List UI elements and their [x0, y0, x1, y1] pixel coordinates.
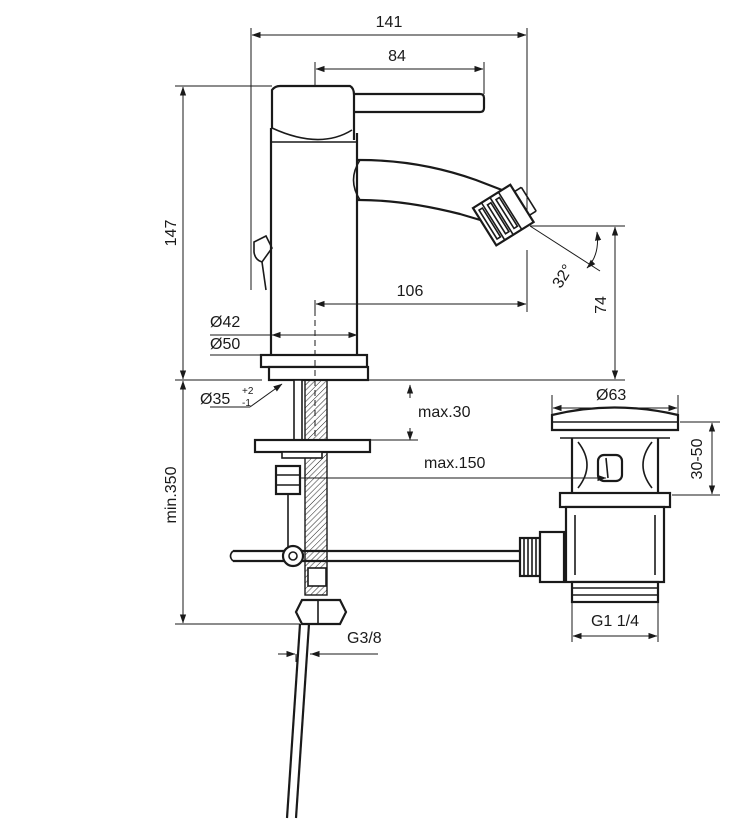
label-hole-diameter: Ø35 — [200, 391, 230, 408]
label-overall-width: 141 — [376, 14, 403, 31]
pop-up-knob — [253, 234, 273, 263]
label-waste-height: 30-50 — [689, 438, 706, 479]
base-flange — [259, 353, 369, 369]
waste-fitting — [550, 406, 680, 604]
label-spout-angle: 32° — [550, 262, 577, 292]
label-body-diameter: Ø42 — [210, 314, 240, 331]
label-waste-thread: G1 1/4 — [591, 613, 639, 630]
faucet-body — [253, 84, 486, 440]
dimension-labels: 141 84 147 106 32° 74 Ø42 Ø50 Ø35 +2 -1 … — [163, 14, 706, 647]
braided-hose — [304, 379, 328, 596]
dimension-lines — [175, 28, 720, 662]
under-deck-assembly — [253, 379, 372, 819]
label-base-diameter: Ø50 — [210, 336, 240, 353]
label-hole-tol-plus: +2 — [242, 386, 254, 397]
label-height: 147 — [163, 220, 180, 247]
spout — [352, 158, 537, 247]
label-spout-height: 74 — [593, 296, 610, 314]
label-spout-reach: 106 — [397, 283, 424, 300]
lever-handle — [354, 92, 486, 114]
pop-up-rod — [229, 530, 566, 584]
label-rod-length: max.150 — [424, 455, 485, 472]
label-hole-tol-minus: -1 — [242, 398, 251, 409]
label-lever-length: 84 — [388, 48, 406, 65]
label-deck-thickness: max.30 — [418, 404, 471, 421]
label-supply-length: min.350 — [163, 466, 180, 523]
label-waste-diameter: Ø63 — [596, 387, 626, 404]
label-supply-thread: G3/8 — [347, 630, 382, 647]
